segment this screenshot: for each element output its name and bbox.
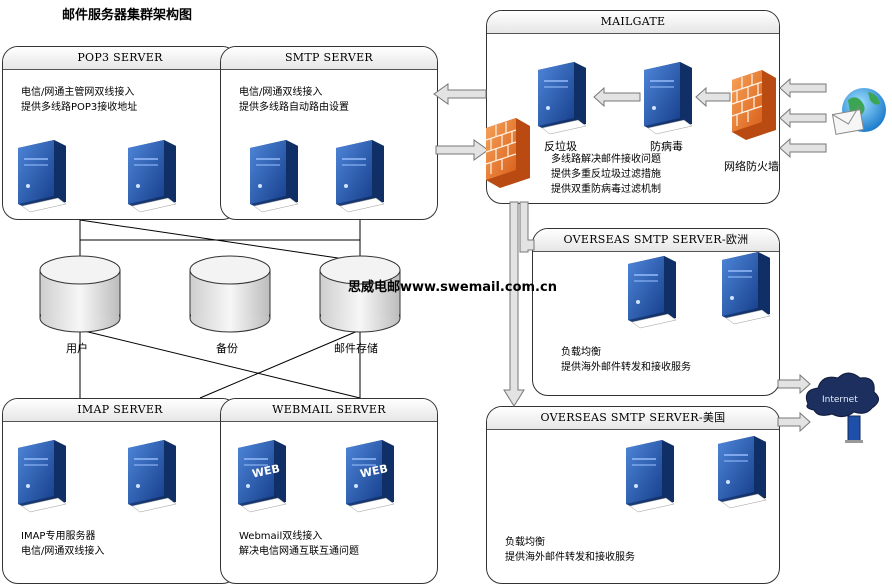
- smtp-server-title: SMTP SERVER: [221, 47, 437, 70]
- webmail-desc-line-2: 解决电信网通互联互通问题: [239, 546, 359, 557]
- arrow-internet-in-2: [779, 107, 827, 129]
- globe-mail-icon: [831, 88, 886, 135]
- mailgate-desc-line-1: 多线路解决邮件接收问题: [551, 154, 661, 165]
- overseas-us-box: OVERSEAS SMTP SERVER-美国 负载均衡 提供海外邮件转发和接收…: [486, 406, 780, 584]
- pop3-server-icon-2: [127, 139, 177, 213]
- link-users-webmail: [79, 329, 361, 399]
- antispam-firewall-icon: [485, 117, 531, 189]
- smtp-server-icon-1: [249, 139, 299, 213]
- users-storage-icon: [39, 255, 121, 333]
- arrow-internet-in-1: [779, 77, 827, 99]
- overseas-us-desc-line-2: 提供海外邮件转发和接收服务: [505, 552, 635, 563]
- brand-watermark: 思威电邮www.swemail.com.cn: [348, 280, 557, 295]
- link-mail-imap: [199, 329, 361, 399]
- pop3-server-title: POP3 SERVER: [3, 47, 237, 70]
- overseas-eu-desc-line-1: 负载均衡: [561, 347, 601, 358]
- mailgate-desc-line-3: 提供双重防病毒过滤机制: [551, 184, 661, 195]
- internet-label: Internet: [822, 395, 858, 405]
- antivirus-label: 防病毒: [650, 140, 683, 153]
- firewall-label: 网络防火墙: [724, 160, 779, 173]
- internet-cloud-icon: Internet: [805, 372, 879, 443]
- pop3-desc-line-1: 电信/网通主管网双线接入: [21, 87, 135, 98]
- arrow-mailgate-to-eu: [519, 201, 535, 253]
- overseas-us-desc-line-1: 负载均衡: [505, 537, 545, 548]
- us-server-icon-1: [625, 439, 675, 513]
- webmail-desc-line-1: Webmail双线接入: [239, 531, 323, 542]
- smtp-desc-line-2: 提供多线路自动路由设置: [239, 102, 349, 113]
- web-label-2: WEB: [359, 462, 389, 481]
- storage-users-label: 用户: [66, 342, 88, 355]
- web-label-1: WEB: [251, 462, 281, 481]
- us-server-icon-2: [717, 435, 767, 509]
- link-pop3-mail: [79, 219, 366, 263]
- eu-server-icon-2: [721, 251, 771, 325]
- webmail-server-box: WEBMAIL SERVER Webmail双线接入 解决电信网通互联互通问题: [220, 398, 438, 584]
- storage-backup-label: 备份: [216, 342, 238, 355]
- mailgate-desc-line-2: 提供多重反垃圾过滤措施: [551, 169, 661, 180]
- arrow-mailgate-to-pop3: [433, 83, 487, 105]
- smtp-desc-line-1: 电信/网通双线接入: [239, 87, 323, 98]
- antivirus-server-icon: [643, 61, 693, 135]
- webmail-server-title: WEBMAIL SERVER: [221, 399, 437, 422]
- arrow-eu-to-internet: [777, 373, 811, 395]
- arrow-internet-in-3: [779, 137, 827, 159]
- antispam-server-icon: [537, 61, 587, 135]
- imap-desc-line-2: 电信/网通双线接入: [21, 546, 105, 557]
- arrow-antivirus-to-antispam: [593, 86, 641, 108]
- overseas-eu-title: OVERSEAS SMTP SERVER-欧洲: [533, 229, 779, 252]
- arrow-us-to-internet: [777, 411, 811, 433]
- overseas-us-title: OVERSEAS SMTP SERVER-美国: [487, 407, 779, 430]
- eu-server-icon-1: [627, 255, 677, 329]
- smtp-server-icon-2: [335, 139, 385, 213]
- smtp-server-box: SMTP SERVER 电信/网通双线接入 提供多线路自动路由设置: [220, 46, 438, 220]
- pop3-desc-line-2: 提供多线路POP3接收地址: [21, 102, 138, 113]
- arrow-firewall-to-antivirus: [695, 86, 731, 108]
- overseas-eu-desc-line-2: 提供海外邮件转发和接收服务: [561, 362, 691, 373]
- pop3-server-box: POP3 SERVER 电信/网通主管网双线接入 提供多线路POP3接收地址: [2, 46, 238, 220]
- mailgate-title: MAILGATE: [487, 11, 779, 34]
- imap-server-icon-1: [17, 439, 67, 513]
- antispam-label: 反垃圾: [544, 140, 577, 153]
- page-title: 邮件服务器集群架构图: [62, 8, 193, 23]
- arrow-smtp-to-mailgate: [435, 139, 489, 161]
- network-firewall-icon: [731, 69, 777, 141]
- imap-server-icon-2: [127, 439, 177, 513]
- backup-storage-icon: [189, 255, 271, 333]
- arrow-mailgate-to-us: [503, 201, 525, 407]
- imap-desc-line-1: IMAP专用服务器: [21, 531, 96, 542]
- imap-server-title: IMAP SERVER: [3, 399, 237, 422]
- pop3-server-icon-1: [17, 139, 67, 213]
- storage-mail-label: 邮件存储: [334, 342, 378, 355]
- mailgate-box: MAILGATE 多线路解决邮件接收问题 提供多重反垃圾过滤措施 提供双重防病毒…: [486, 10, 780, 204]
